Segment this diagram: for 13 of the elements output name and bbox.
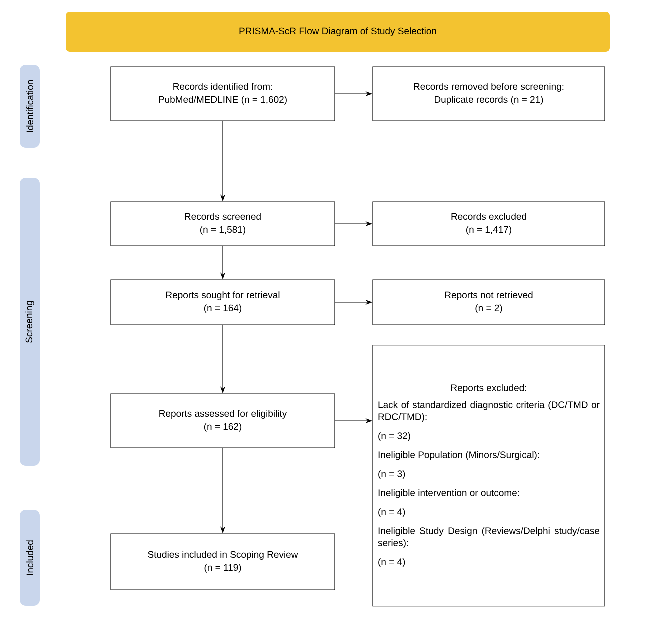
process-box: Studies included in Scoping Review (n = 119) [110,534,336,590]
exclusion-box: Reports excluded: Lack of standardized diagnostic criteria (DC/TMD or RDC/TMD): (n = 32) Ineligible Population (Minors/Surgical): (n = 3) Ineligible intervention or outcome: (n = 4) Ineligible Study Design (Reviews/Delphi study/case series): (n = 4) [372,345,606,607]
title-banner: PRISMA-ScR Flow Diagram of Study Selection [66,12,610,52]
process-box: Records screened (n = 1,581) [110,202,336,246]
process-box: Records removed before screening: Duplicate records (n = 21) [372,66,606,122]
process-box: Records excluded (n = 1,417) [372,202,606,246]
stage-band: Screening [20,178,40,466]
stage-band: Identification [20,65,40,148]
process-box: Records identified from: PubMed/MEDLINE (n = 1,602) [110,66,336,122]
process-box: Reports sought for retrieval (n = 164) [110,280,336,326]
stage-band: Included [20,510,40,606]
process-box: Reports not retrieved (n = 2) [372,280,606,326]
process-box: Reports assessed for eligibility (n = 162) [110,394,336,448]
